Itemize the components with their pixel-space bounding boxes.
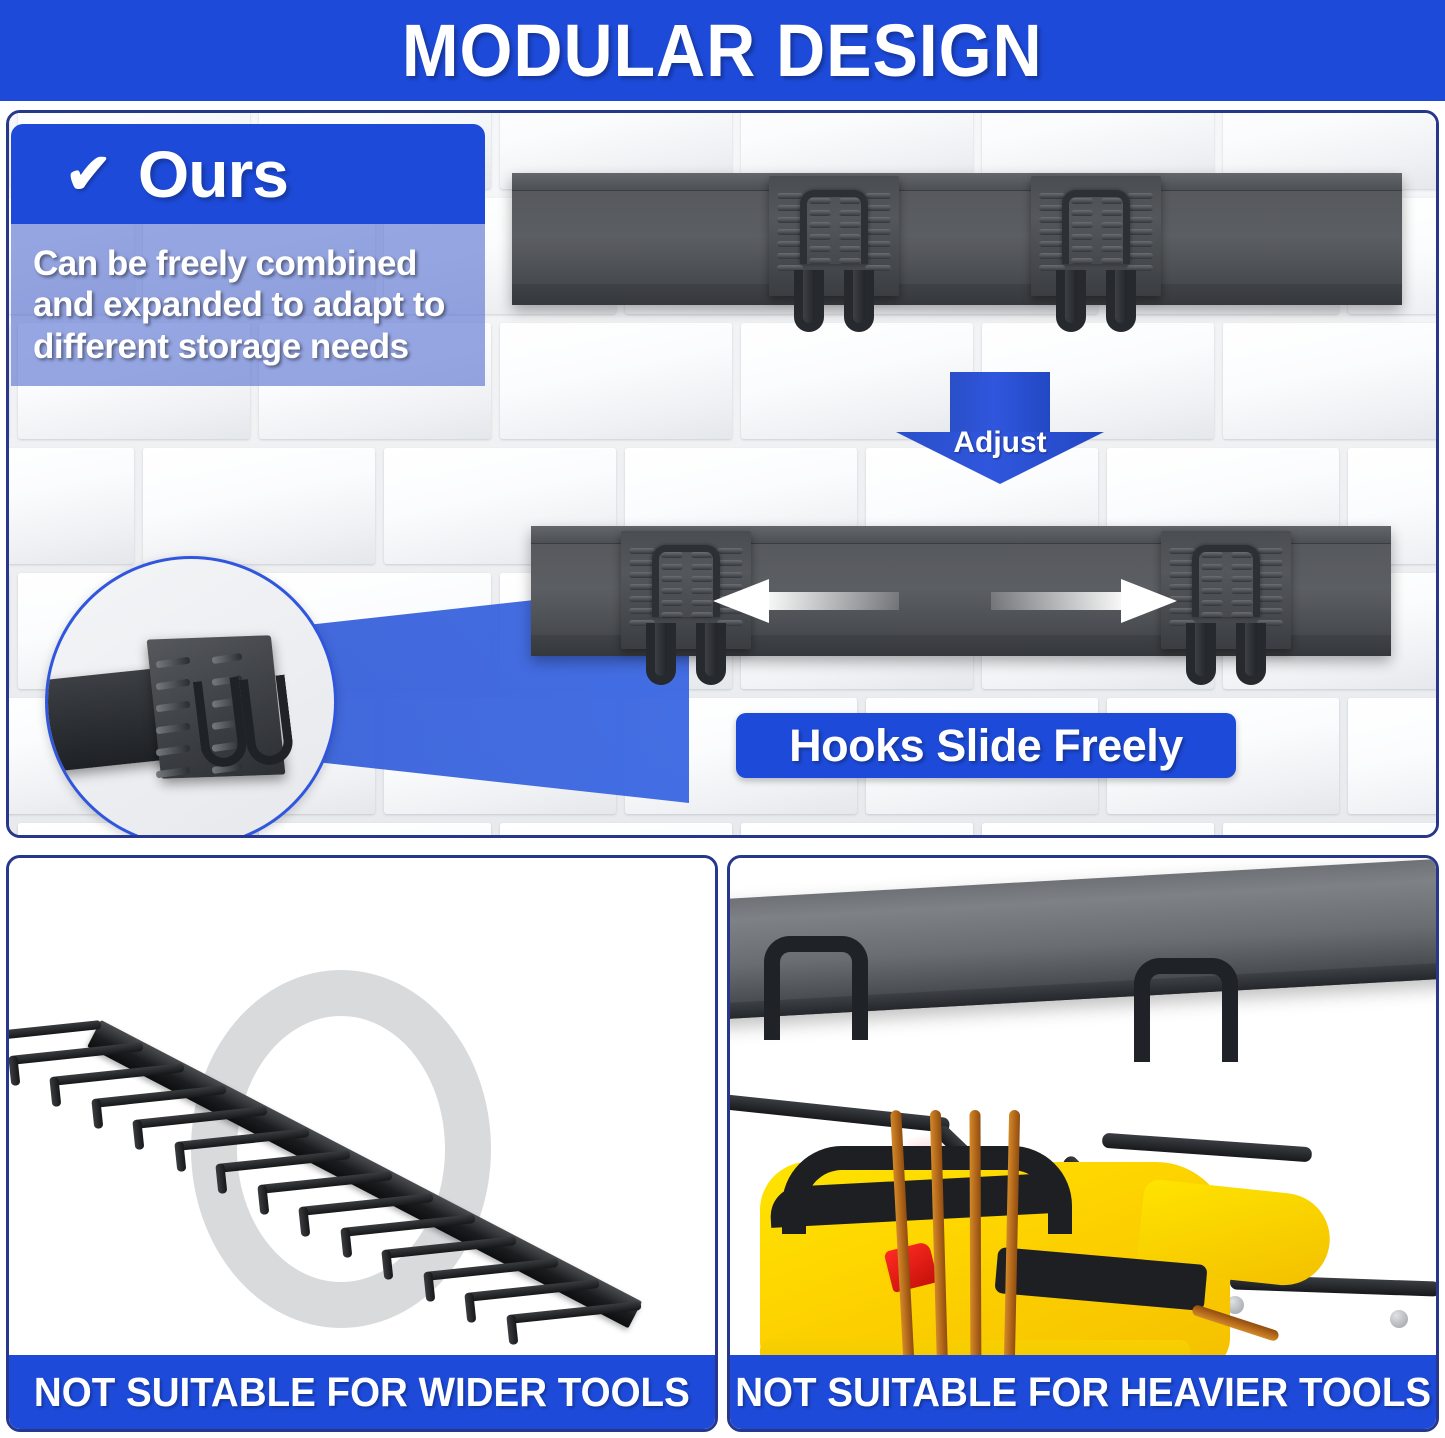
brick-tile bbox=[741, 323, 973, 439]
comb-teeth-bot-1-0 bbox=[629, 547, 655, 633]
hanging-hook-bot-2-1[interactable] bbox=[1236, 623, 1266, 685]
brick-tile bbox=[1223, 823, 1436, 835]
slide-arrow-right-icon bbox=[991, 579, 1177, 623]
rail-top-body bbox=[512, 173, 1402, 305]
hook-assembly-top-1[interactable] bbox=[769, 176, 899, 332]
hanging-hook-bot-1-1[interactable] bbox=[696, 623, 726, 685]
brick-tile bbox=[741, 823, 973, 835]
brick-tile bbox=[1223, 323, 1436, 439]
brick-tile bbox=[9, 448, 134, 564]
hanging-hook-top-2-0[interactable] bbox=[1056, 270, 1086, 332]
comb-teeth-inner-top-2-1 bbox=[1101, 197, 1123, 284]
hanging-hook-bot-2-0[interactable] bbox=[1186, 623, 1216, 685]
zoom-detail-inset bbox=[45, 556, 337, 835]
caption-wider-tools-text: NOT SUITABLE FOR WIDER TOOLS bbox=[34, 1368, 690, 1415]
rack-prong-0 bbox=[9, 1020, 102, 1043]
u-bar-bot-2 bbox=[1192, 545, 1260, 617]
wider-tools-illustration bbox=[9, 858, 715, 1429]
rail-top-bottom-lip bbox=[512, 283, 1402, 305]
brick-tile bbox=[500, 823, 732, 835]
hanging-hook-bot-1-0[interactable] bbox=[646, 623, 676, 685]
br-u-hook-b bbox=[1134, 958, 1238, 1062]
panel-wider-tools-warning: NOT SUITABLE FOR WIDER TOOLS bbox=[6, 855, 718, 1432]
hook-assembly-top-2[interactable] bbox=[1031, 176, 1161, 332]
comb-teeth-top-2-1 bbox=[1127, 192, 1153, 279]
brick-tile bbox=[6, 323, 9, 439]
caption-heavier-tools-text: NOT SUITABLE FOR HEAVIER TOOLS bbox=[735, 1368, 1431, 1415]
brick-tile bbox=[6, 823, 9, 838]
u-bar-bot-1 bbox=[652, 545, 720, 617]
caption-heavier-tools: NOT SUITABLE FOR HEAVIER TOOLS bbox=[730, 1355, 1436, 1429]
comb-teeth-inner-bot-1-1 bbox=[691, 552, 713, 637]
comb-teeth-inner-top-2-0 bbox=[1071, 197, 1093, 284]
ours-description-box: Can be freely combined and expanded to a… bbox=[11, 224, 485, 386]
comb-teeth-bot-2-0 bbox=[1169, 547, 1195, 633]
br-hook-tip-b bbox=[1390, 1310, 1408, 1328]
panel-heavier-tools-warning: NOT SUITABLE FOR HEAVIER TOOLS bbox=[727, 855, 1439, 1432]
ours-description-text: Can be freely combined and expanded to a… bbox=[33, 244, 445, 366]
brick-tile bbox=[259, 823, 491, 835]
slide-arrow-left-icon bbox=[713, 579, 899, 623]
check-icon: ✔ bbox=[65, 142, 112, 205]
brick-tile bbox=[6, 573, 9, 689]
page-title: MODULAR DESIGN bbox=[402, 9, 1043, 92]
adjust-label: Adjust bbox=[953, 426, 1047, 459]
ours-label: Ours bbox=[137, 137, 289, 211]
brick-tile bbox=[1348, 698, 1436, 814]
rail-top-lip bbox=[512, 173, 1402, 192]
br-u-hook-a bbox=[764, 936, 868, 1040]
comb-teeth-bot-2-1 bbox=[1257, 547, 1283, 633]
adjust-arrow-icon: Adjust bbox=[896, 372, 1104, 484]
comb-teeth-inner-bot-1-0 bbox=[661, 552, 683, 637]
tool-handle bbox=[782, 1146, 1072, 1234]
hook-assembly-bot-2[interactable] bbox=[1161, 531, 1291, 685]
comb-teeth-top-1-1 bbox=[865, 192, 891, 279]
hooks-slide-freely-label: Hooks Slide Freely bbox=[789, 719, 1183, 771]
heavier-tools-illustration bbox=[730, 858, 1436, 1429]
hanging-hook-top-2-1[interactable] bbox=[1106, 270, 1136, 332]
brick-tile bbox=[500, 323, 732, 439]
u-bar-top-1 bbox=[800, 190, 868, 264]
comb-teeth-inner-bot-2-0 bbox=[1201, 552, 1223, 637]
rail-top bbox=[512, 173, 1402, 305]
comb-teeth-inner-bot-2-1 bbox=[1231, 552, 1253, 637]
comb-teeth-inner-top-1-1 bbox=[839, 197, 861, 284]
brick-tile bbox=[143, 448, 375, 564]
hanging-hook-top-1-0[interactable] bbox=[794, 270, 824, 332]
u-bar-top-2 bbox=[1062, 190, 1130, 264]
hooks-slide-freely-badge: Hooks Slide Freely bbox=[736, 713, 1236, 778]
brick-tile bbox=[6, 110, 9, 189]
comb-teeth-top-2-0 bbox=[1039, 192, 1065, 279]
comb-teeth-top-1-0 bbox=[777, 192, 803, 279]
page-header: MODULAR DESIGN bbox=[0, 0, 1445, 101]
br-hook-tip-a bbox=[1226, 1296, 1244, 1314]
comb-teeth-inner-top-1-0 bbox=[809, 197, 831, 284]
multi-hook-rack bbox=[9, 958, 699, 1378]
ours-badge: ✔ Ours bbox=[11, 124, 485, 224]
caption-wider-tools: NOT SUITABLE FOR WIDER TOOLS bbox=[9, 1355, 715, 1429]
brick-tile bbox=[982, 823, 1214, 835]
hanging-hook-top-1-1[interactable] bbox=[844, 270, 874, 332]
